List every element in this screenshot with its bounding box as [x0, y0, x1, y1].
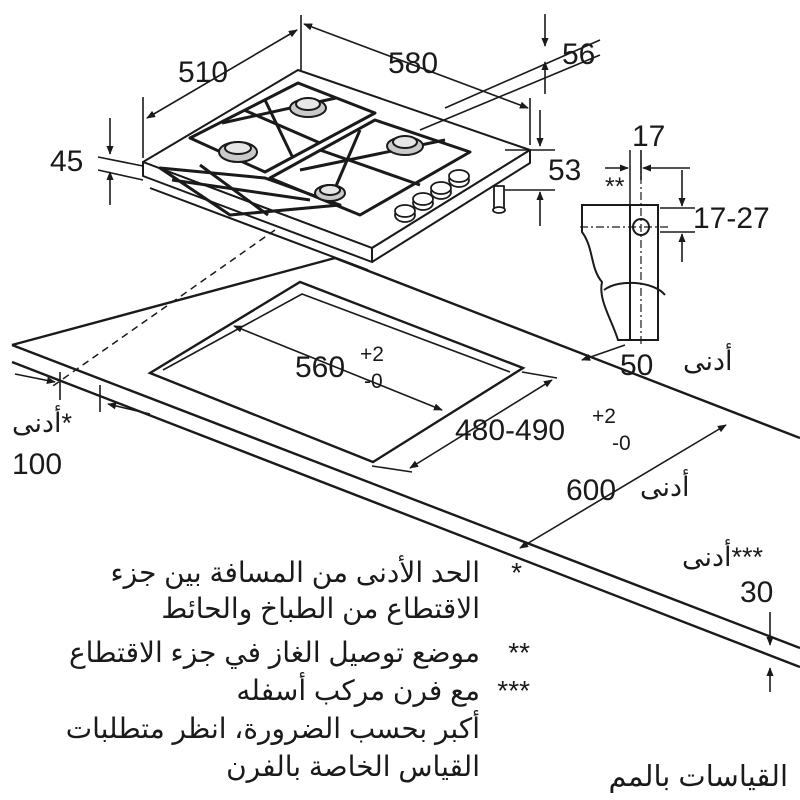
gas-connector	[492, 185, 506, 214]
dim-min-30-value: 30	[740, 576, 773, 609]
dim-gas-offset: 17	[632, 120, 665, 153]
dim-line-480-490	[409, 379, 553, 469]
dim-hob-body-height: 53	[548, 154, 581, 187]
dim-line-510	[146, 29, 298, 119]
dim-cutout-depth-tol-plus: +2	[592, 405, 616, 428]
note-3-line-3: القياس الخاصة بالفرن	[226, 751, 480, 783]
burner-front	[314, 184, 346, 202]
note-1-marker: *	[511, 557, 522, 588]
dim-min-100-label: أدنى*	[12, 404, 73, 438]
dim-line-100	[14, 373, 56, 384]
pan-support-left	[158, 163, 342, 217]
note-2-line-1: موضع توصيل الغاز في جزء الاقتطاع	[69, 637, 480, 669]
hob-drawing	[142, 69, 531, 271]
note-3-line-2: أكبر بحسب الضرورة، انظر متطلبات	[66, 709, 480, 745]
note-1-line-2: الاقتطاع من الطباخ والحائط	[161, 593, 480, 625]
dim-min-50-label: أدنى	[683, 342, 733, 376]
dim-gas-height: 17-27	[693, 202, 770, 235]
hob-plate-edge-right	[371, 149, 531, 263]
note-3-marker: ***	[497, 675, 530, 706]
dim-cutout-width: 560	[295, 351, 345, 384]
dim-line-50	[581, 344, 626, 361]
gas-detail-drawing	[580, 150, 695, 345]
dim-cutout-width-tol-minus: -0	[364, 370, 383, 393]
dim-line-580	[303, 23, 529, 109]
dim-min-100-value: 100	[12, 448, 62, 481]
dim-min-30-label: أدنى***	[682, 538, 764, 572]
dim-min-600-label: أدنى	[640, 468, 690, 502]
dim-hob-height-total: 56	[562, 38, 595, 71]
dim-cutout-width-tol-plus: +2	[360, 343, 384, 366]
dim-cutout-depth: 480-490	[455, 414, 565, 447]
dim-line-560	[233, 325, 443, 411]
burner-left	[218, 141, 258, 163]
dim-hob-frame-height: 45	[50, 145, 83, 178]
control-knobs	[394, 169, 470, 223]
dim-line-600	[519, 424, 727, 549]
dim-cutout-depth-tol-minus: -0	[612, 432, 631, 455]
dim-hob-width: 580	[388, 47, 438, 80]
note-1-line-1: الحد الأدنى من المسافة بين جزء	[110, 554, 480, 589]
notes: * الحد الأدنى من المسافة بين جزء الاقتطا…	[66, 554, 788, 794]
units-label: القياسات بالمم	[609, 761, 788, 794]
burner-back	[289, 97, 327, 118]
note-2-marker: **	[508, 637, 530, 668]
dim-hob-depth: 510	[178, 56, 228, 89]
hidden-edge	[49, 229, 276, 389]
burner-right	[386, 135, 424, 156]
note-3-line-1: مع فرن مركب أسفله	[236, 671, 480, 707]
dim-min-600-value: 600	[566, 474, 616, 507]
dim-gas-marker: **	[605, 173, 625, 201]
dim-min-50-value: 50	[620, 349, 653, 382]
